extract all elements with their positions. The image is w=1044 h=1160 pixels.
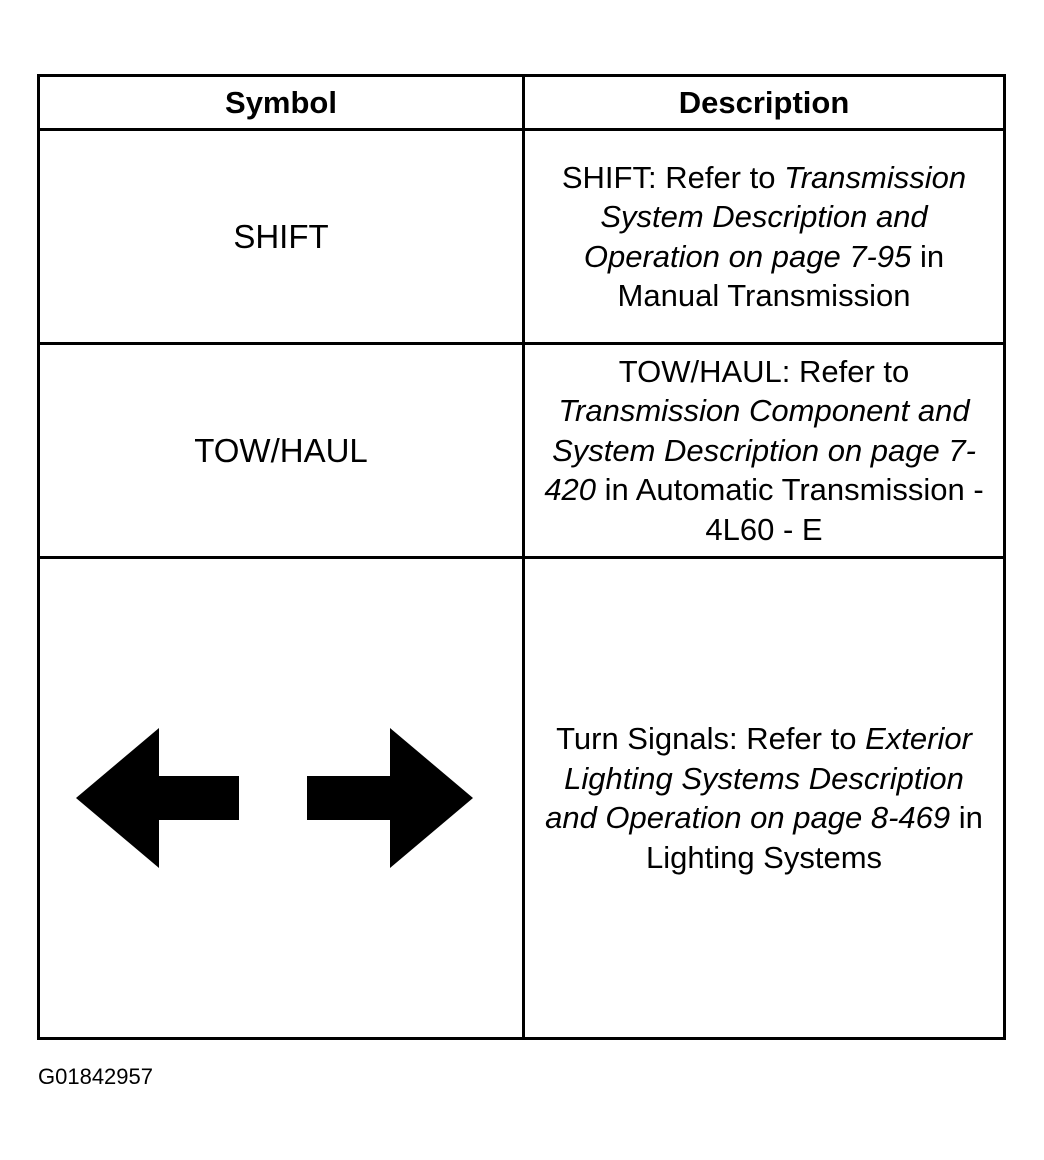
table-row: Turn Signals: Refer to Exterior Lighting… xyxy=(40,559,1003,1037)
symbol-cell: SHIFT xyxy=(40,131,522,342)
left-arrow-icon xyxy=(76,728,239,868)
table-row: TOW/HAUL TOW/HAUL: Refer to Transmission… xyxy=(40,345,1003,559)
description-cell: SHIFT: Refer to Transmission System Desc… xyxy=(525,131,1003,342)
description-cell: Turn Signals: Refer to Exterior Lighting… xyxy=(525,559,1003,1037)
turn-signal-arrows-icon xyxy=(76,728,473,868)
header-symbol: Symbol xyxy=(225,84,337,120)
description-text: SHIFT: Refer to Transmission System Desc… xyxy=(543,158,985,316)
description-cell: TOW/HAUL: Refer to Transmission Componen… xyxy=(525,345,1003,556)
symbol-text: TOW/HAUL xyxy=(194,431,368,469)
description-tail: in Lighting Systems xyxy=(645,800,983,875)
description-text: Turn Signals: Refer to Exterior Lighting… xyxy=(538,719,990,877)
description-lead: Turn Signals: Refer to xyxy=(556,721,866,756)
description-tail: in Manual Transmission xyxy=(617,238,945,314)
header-description-cell: Description xyxy=(525,77,1003,128)
symbol-cell xyxy=(40,559,522,1037)
right-arrow-icon xyxy=(307,728,473,868)
symbol-cell: TOW/HAUL xyxy=(40,345,522,556)
symbol-description-table: Symbol Description SHIFT SHIFT: Refer to… xyxy=(37,74,1006,1040)
description-lead: TOW/HAUL: Refer to xyxy=(618,353,910,389)
header-symbol-cell: Symbol xyxy=(40,77,522,128)
symbol-text: SHIFT xyxy=(233,217,329,255)
header-description: Description xyxy=(678,84,850,120)
figure-id: G01842957 xyxy=(38,1064,153,1089)
description-text: TOW/HAUL: Refer to Transmission Componen… xyxy=(533,352,995,550)
description-reference: Transmission System Description and Oper… xyxy=(583,159,967,274)
description-reference: Transmission Component and System Descri… xyxy=(544,393,976,508)
description-reference: Exterior Lighting Systems Description an… xyxy=(545,721,972,835)
description-tail: in Automatic Transmission - 4L60 - E xyxy=(596,472,984,547)
table-header-row: Symbol Description xyxy=(40,77,1003,131)
table-row: SHIFT SHIFT: Refer to Transmission Syste… xyxy=(40,131,1003,345)
description-lead: SHIFT: Refer to xyxy=(561,159,785,195)
